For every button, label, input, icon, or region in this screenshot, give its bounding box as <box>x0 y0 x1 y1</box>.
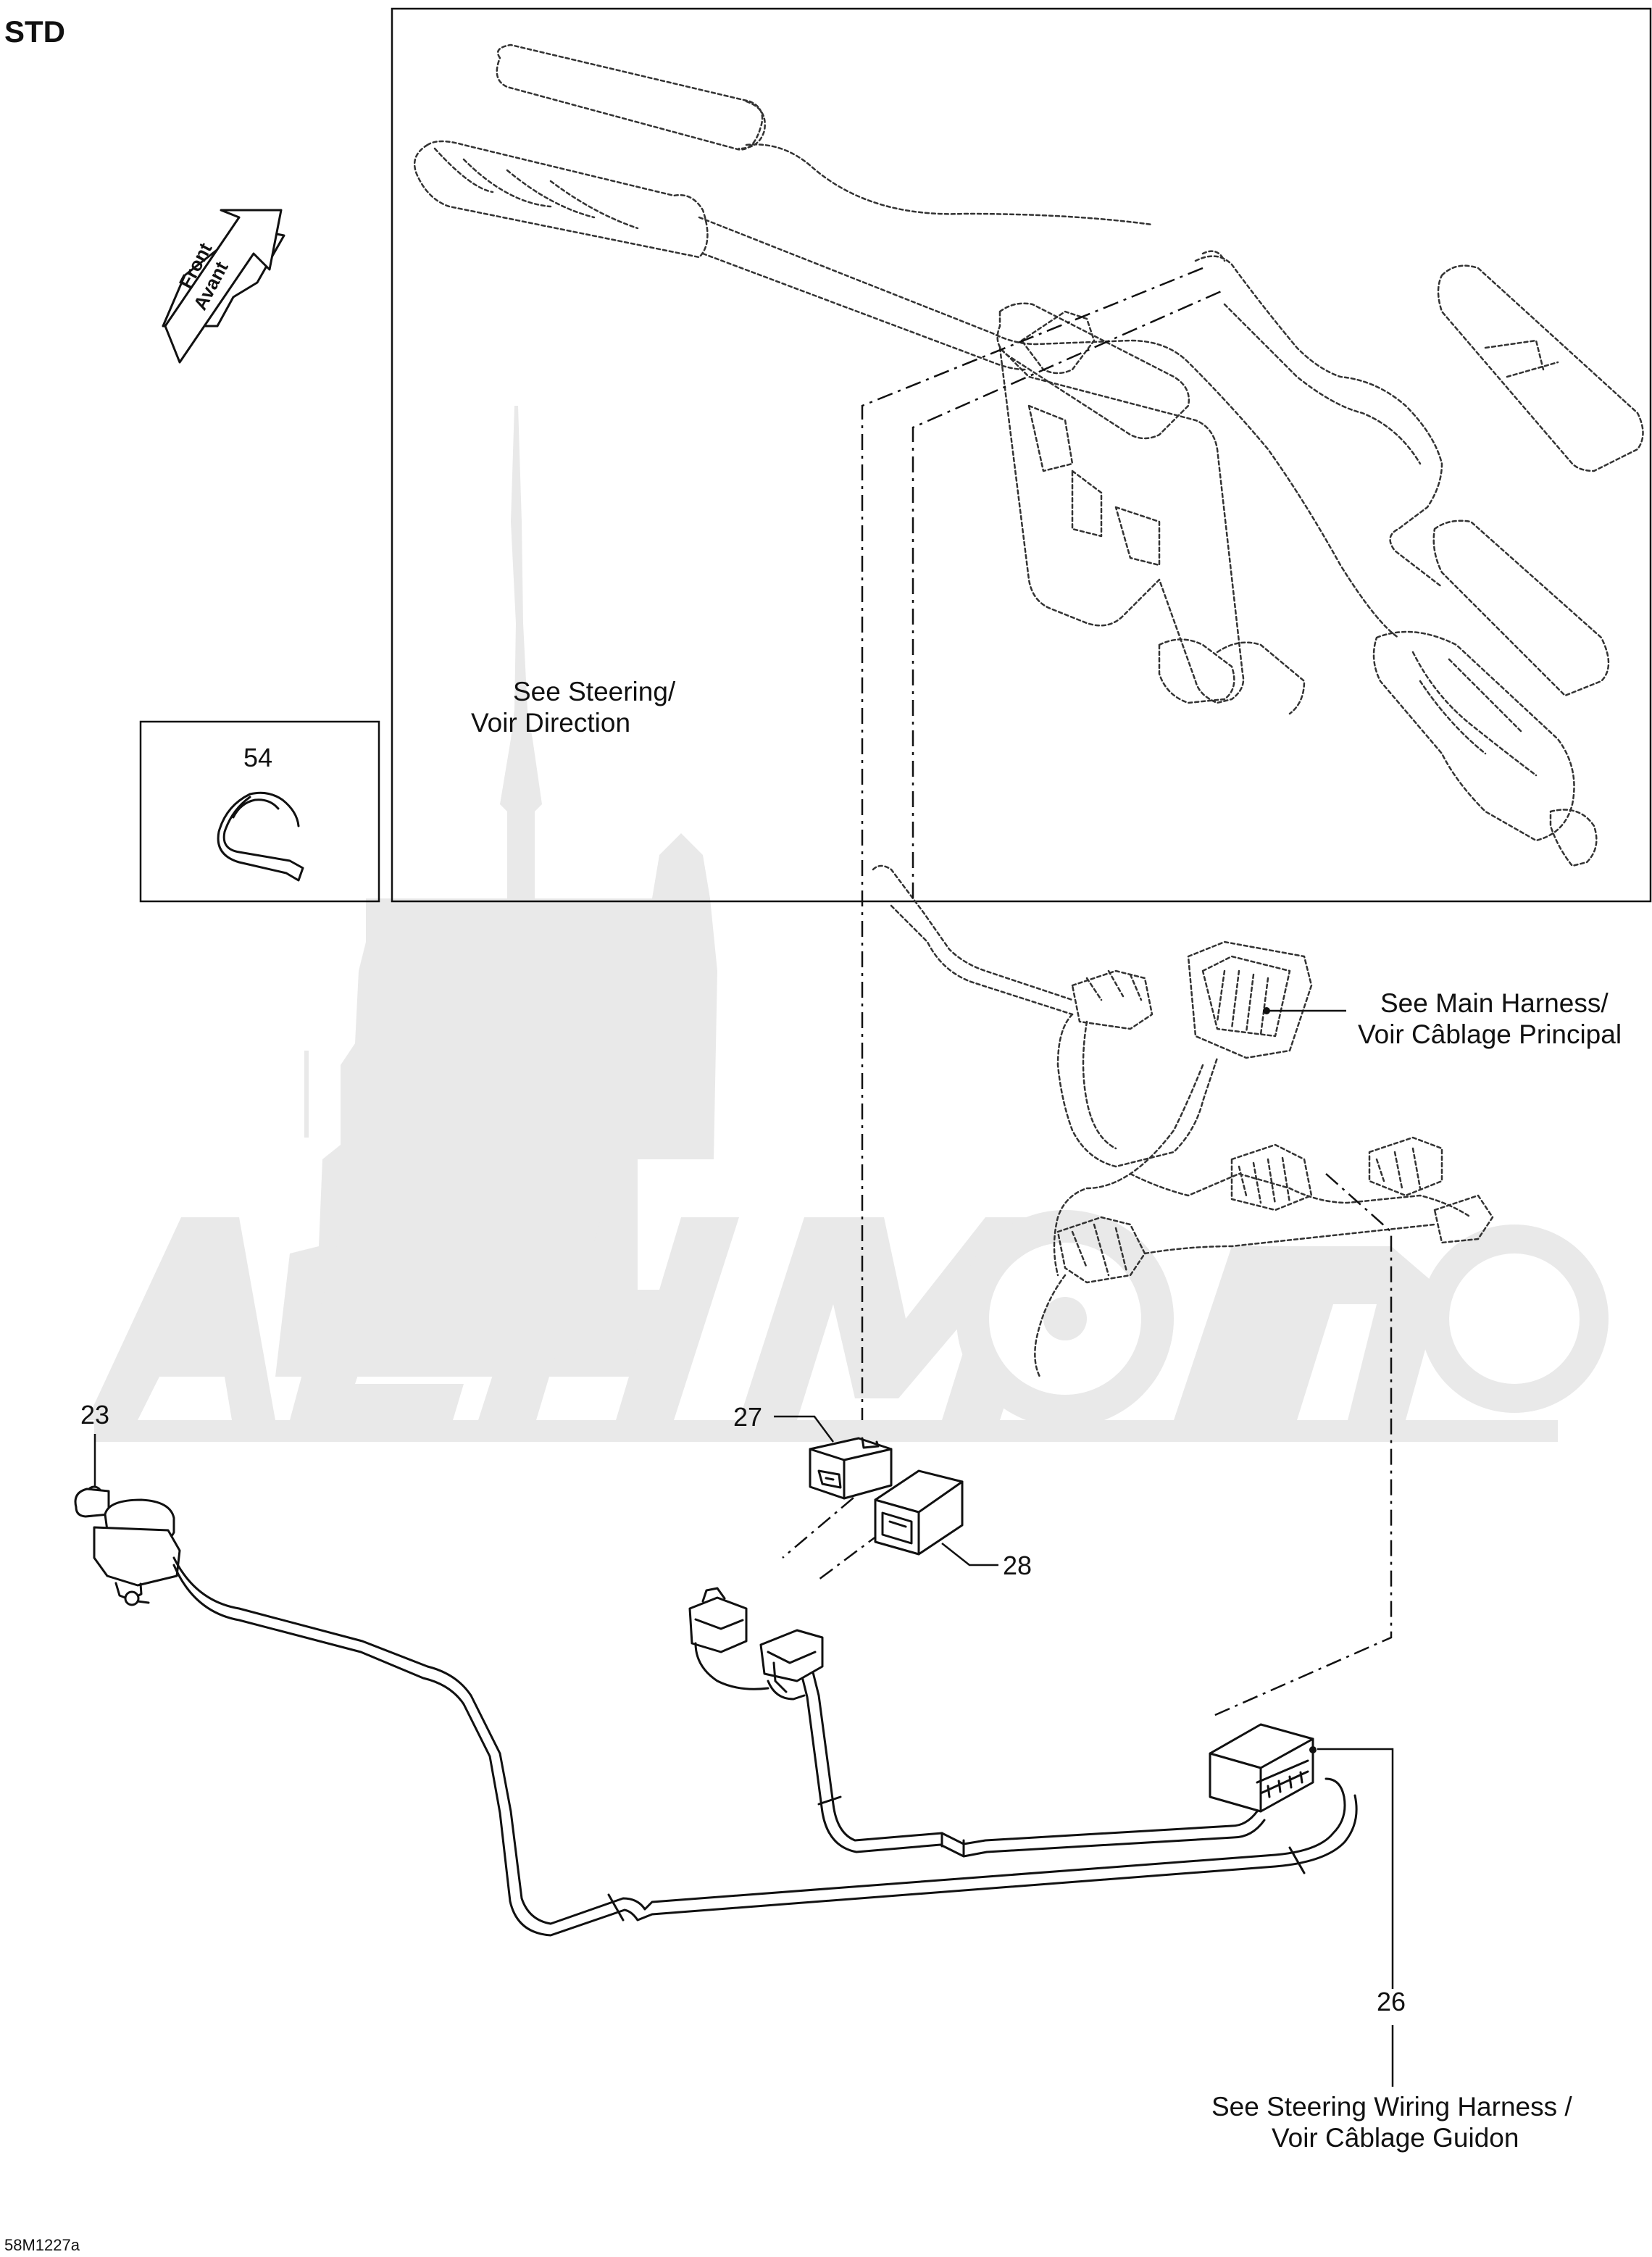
callout-27: 27 <box>733 1402 762 1432</box>
handlebar-reference <box>413 43 1644 867</box>
see-steering-line2: Voir Direction <box>471 708 630 738</box>
callout-28: 28 <box>1003 1551 1032 1580</box>
part-54-clip <box>217 791 304 882</box>
callout-54: 54 <box>243 743 272 772</box>
main-harness-reference <box>872 864 1494 1378</box>
leader-27 <box>774 1415 835 1443</box>
main-harness-leader-dot <box>1263 1007 1270 1014</box>
drawing-code: 58M1227a <box>4 2236 80 2254</box>
see-main-harness-line1: See Main Harness/ <box>1380 988 1609 1018</box>
front-direction-arrow: Front Avant <box>162 209 285 364</box>
watermark-logo <box>87 406 1609 1442</box>
see-steering-wiring-line2: Voir Câblage Guidon <box>1272 2123 1519 2153</box>
alignment-lines <box>782 267 1393 1719</box>
leader-28 <box>941 1543 998 1566</box>
steering-reference-frame <box>391 7 1652 903</box>
part-28-connector <box>874 1469 964 1556</box>
callout-26: 26 <box>1377 1987 1406 2016</box>
see-steering-wiring-line1: See Steering Wiring Harness / <box>1211 2092 1572 2122</box>
part-23-switch <box>74 1485 181 1606</box>
model-code: STD <box>4 14 65 49</box>
part-26-module <box>1209 1723 1317 1813</box>
steering-wiring-harness <box>172 1556 1358 1937</box>
callout-23: 23 <box>80 1400 109 1430</box>
see-steering-line1: See Steering/ <box>513 677 676 706</box>
leader-26 <box>1317 1748 1394 1989</box>
see-main-harness-line2: Voir Câblage Principal <box>1358 1019 1622 1049</box>
part-54-inset-frame <box>139 720 380 903</box>
part-27-connector <box>809 1437 893 1500</box>
